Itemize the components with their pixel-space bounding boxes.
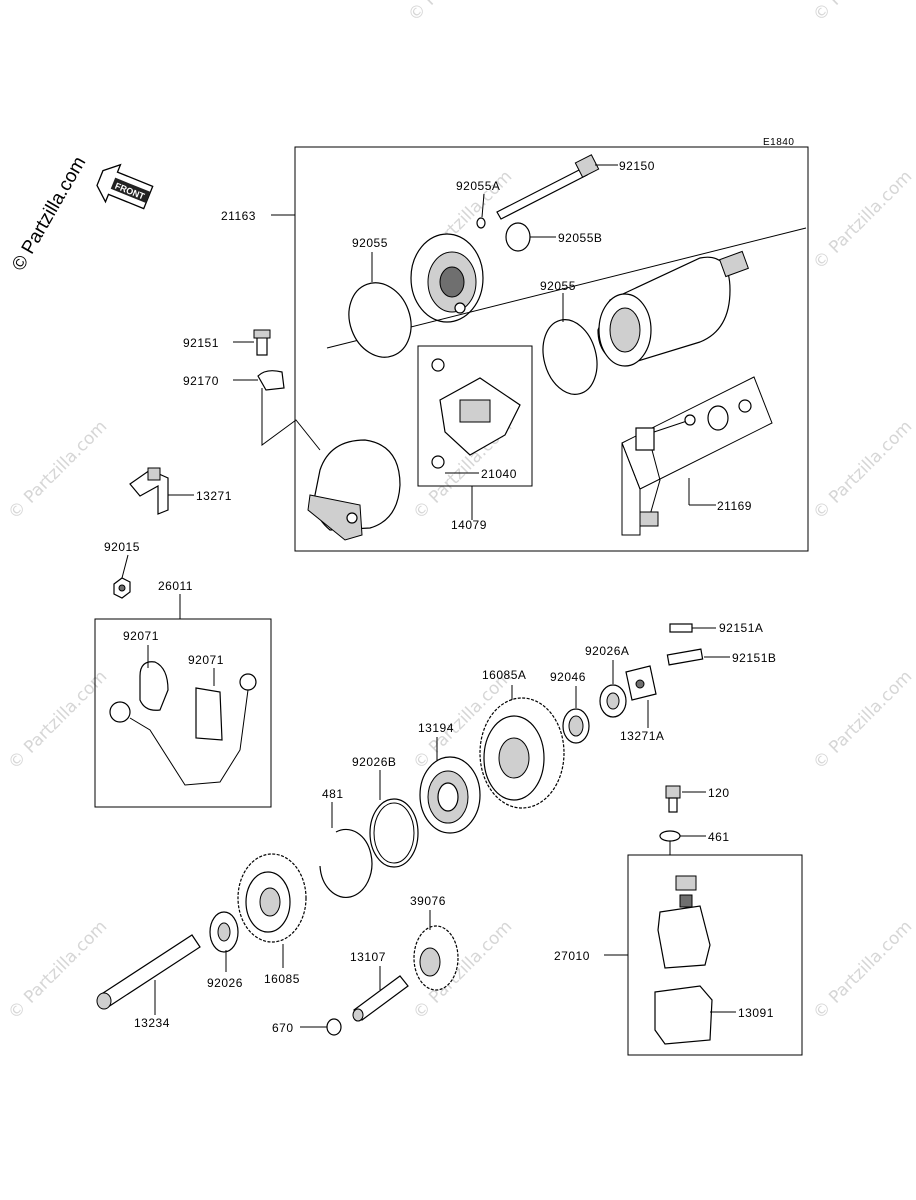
part-number[interactable]: 92150 [619, 159, 655, 173]
oring-92055b [505, 222, 531, 252]
bolt-92150 [496, 154, 618, 220]
bolt-92151b [666, 648, 704, 666]
part-number[interactable]: 92026B [352, 755, 396, 769]
part-number[interactable]: 21040 [481, 467, 517, 481]
clutch-13194 [419, 756, 481, 834]
watermark: © Partzilla.com [809, 667, 916, 774]
part-number[interactable]: 13091 [738, 1006, 774, 1020]
part-number[interactable]: 27010 [554, 949, 590, 963]
motor-body [597, 250, 749, 367]
part-number[interactable]: 92071 [188, 653, 224, 667]
part-number[interactable]: 92015 [104, 540, 140, 554]
bearing-92046 [562, 708, 590, 744]
bolt-92151a [669, 623, 693, 633]
watermark-layer: © Partzilla.com © Partzilla.com © Partzi… [4, 0, 916, 1024]
gear-16085a [479, 697, 565, 809]
part-number[interactable]: 92055 [540, 279, 576, 293]
watermark: © Partzilla.com [809, 167, 916, 274]
wire-lead-26011 [109, 661, 257, 786]
relay-box [627, 854, 803, 1056]
part-number[interactable]: 670 [272, 1021, 294, 1035]
brush-holder [431, 358, 521, 469]
part-number[interactable]: 26011 [158, 579, 193, 593]
starter-assembly-frame [294, 146, 809, 552]
oring-92055a [476, 217, 486, 229]
part-number[interactable]: 92026A [585, 644, 629, 658]
watermark: © Partzilla.com [809, 917, 916, 1024]
ring-92026b [369, 798, 419, 868]
part-number[interactable]: 461 [708, 830, 730, 844]
part-number[interactable]: 92055B [558, 231, 602, 245]
bolt-92151 [253, 329, 271, 356]
part-number[interactable]: 92046 [550, 670, 586, 684]
part-number[interactable]: 14079 [451, 518, 487, 532]
cover-13091 [654, 985, 713, 1045]
part-number[interactable]: 92071 [123, 629, 159, 643]
watermark: © Partzilla.com [809, 417, 916, 524]
watermark: © Partzilla.com [4, 917, 111, 1024]
bolt-120 [665, 785, 681, 813]
part-labels: 92150 92055A 92055B 92055 92055 21163 92… [104, 159, 776, 1035]
part-number[interactable]: 13271A [620, 729, 664, 743]
copyright-text: © Partzilla.com [8, 153, 90, 274]
part-number[interactable]: 120 [708, 786, 730, 800]
terminal-set-box [621, 376, 773, 536]
circlip-481 [319, 828, 373, 898]
bracket-13271 [129, 467, 169, 515]
part-number[interactable]: 92151 [183, 336, 219, 350]
washer-461 [659, 830, 681, 842]
part-number[interactable]: 13107 [350, 950, 386, 964]
part-number[interactable]: 39076 [410, 894, 446, 908]
part-number[interactable]: 21163 [221, 209, 256, 223]
part-number[interactable]: 16085A [482, 668, 526, 682]
oring-670 [326, 1018, 342, 1036]
shaft-13107 [352, 975, 409, 1022]
part-number[interactable]: 92151A [719, 621, 763, 635]
bracket-13271a [625, 665, 657, 701]
watermark: © Partzilla.com [809, 0, 916, 26]
part-number[interactable]: 92055 [352, 236, 388, 250]
gear-39076 [413, 925, 459, 991]
oring-92055-right [542, 319, 598, 395]
part-number[interactable]: 13271 [196, 489, 232, 503]
relay-27010 [657, 875, 711, 969]
front-arrow-icon: FRONT [96, 163, 154, 210]
diagram-id: E1840 [763, 137, 794, 148]
gear-16085 [237, 853, 307, 943]
part-number[interactable]: 13234 [134, 1016, 170, 1030]
shaft-13234 [96, 934, 201, 1010]
rear-cover [307, 439, 401, 541]
part-number[interactable]: 13194 [418, 721, 454, 735]
part-number[interactable]: 92026 [207, 976, 243, 990]
front-cover [410, 233, 484, 323]
part-number[interactable]: 16085 [264, 972, 300, 986]
brush-holder-box [417, 345, 533, 487]
part-number[interactable]: 92151B [732, 651, 776, 665]
part-number[interactable]: 21169 [717, 499, 752, 513]
watermark: © Partzilla.com [404, 0, 511, 26]
clamp-92170 [257, 370, 285, 391]
part-number[interactable]: 481 [322, 787, 344, 801]
terminal-21169 [635, 399, 752, 527]
wire-lead-box [94, 618, 272, 808]
part-number[interactable]: 92055A [456, 179, 500, 193]
watermark: © Partzilla.com [4, 417, 111, 524]
part-number[interactable]: 92170 [183, 374, 219, 388]
oring-92055-left [348, 282, 412, 358]
